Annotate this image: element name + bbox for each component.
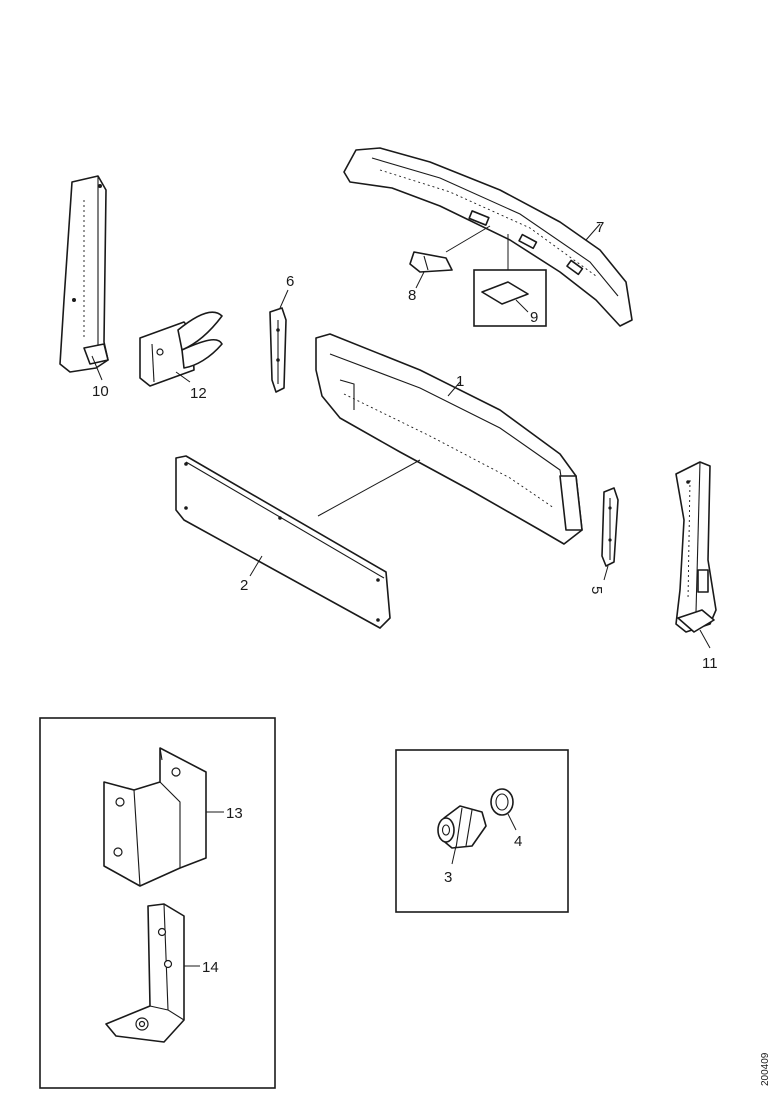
- part-3-lock-cylinder: 3: [437, 805, 487, 886]
- callout-4: 4: [514, 833, 522, 850]
- inset-box-fasteners: 3 4: [395, 749, 569, 913]
- callout-14: 14: [202, 959, 219, 976]
- leader-panel-to-2: [317, 459, 421, 517]
- drawing-reference-number: 200409: [760, 1052, 771, 1086]
- part-2-plate: 2: [175, 455, 391, 629]
- part-7-top-beam: 7: [343, 147, 633, 327]
- callout-13: 13: [226, 805, 243, 822]
- part-1-front-panel: 1: [315, 333, 583, 545]
- callout-8: 8: [408, 287, 416, 304]
- callout-11: 11: [702, 655, 718, 672]
- callout-5: 5: [588, 586, 605, 594]
- part-5-latch-strip: 5: [588, 487, 619, 594]
- part-9-pad: 9: [473, 269, 547, 327]
- callout-7: 7: [596, 219, 604, 236]
- inset-box-brackets: 13 14: [39, 717, 276, 1089]
- callout-1: 1: [456, 373, 464, 390]
- part-4-washer: 4: [490, 788, 522, 850]
- callout-12: 12: [190, 385, 207, 402]
- callout-9: 9: [530, 309, 538, 326]
- part-12-hinge-bracket: 12: [139, 311, 223, 402]
- part-14-l-bracket: 14: [105, 903, 219, 1043]
- callout-10: 10: [92, 383, 109, 400]
- part-13-u-bracket: 13: [103, 747, 243, 887]
- part-8-clip: 8: [408, 251, 453, 304]
- leader-beam-to-8: [445, 225, 491, 253]
- part-6-latch-strip: 6: [269, 273, 294, 393]
- callout-6: 6: [286, 273, 294, 290]
- callout-2: 2: [240, 577, 248, 594]
- part-10-left-bracket: 10: [59, 175, 109, 400]
- callout-3: 3: [444, 869, 452, 886]
- part-11-right-bracket: 11: [675, 461, 718, 672]
